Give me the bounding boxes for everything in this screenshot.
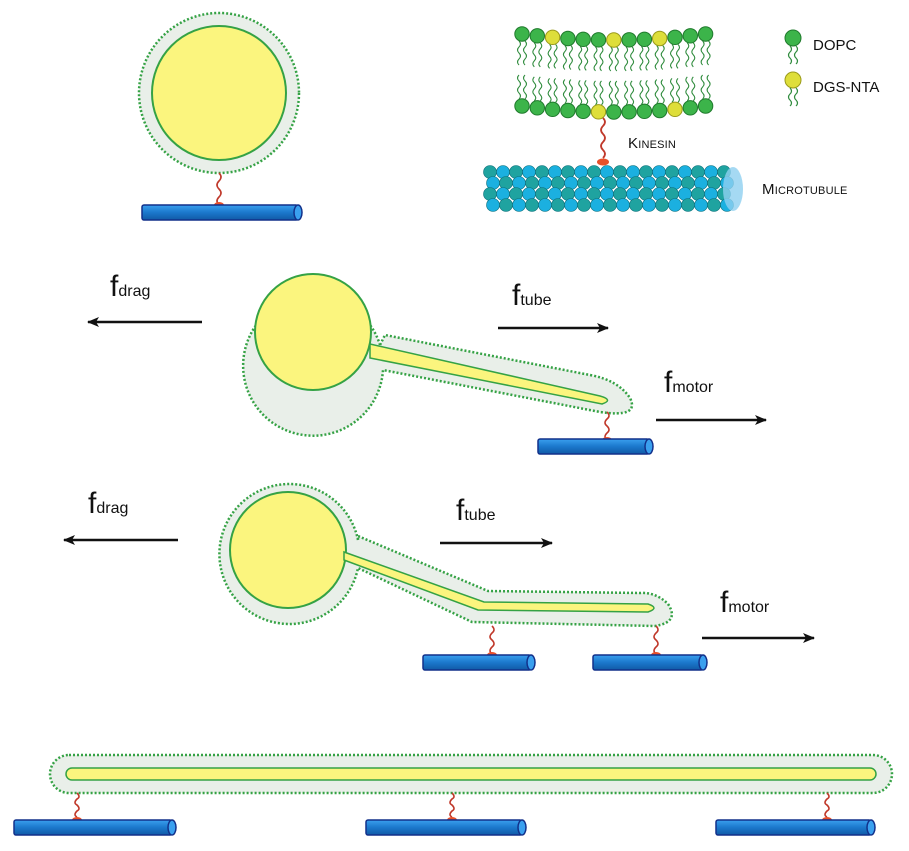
- vesicle-interior: [254, 273, 372, 391]
- microtubule: [13, 819, 177, 836]
- panel-single-tube: fdrag ftube fmotor: [87, 270, 767, 455]
- label-f-tube: ftube: [456, 494, 496, 527]
- tube-interior: [343, 550, 655, 613]
- label-f-motor: fmotor: [720, 586, 770, 619]
- microtubule: [365, 819, 527, 836]
- schematic-kinesin: [597, 117, 609, 166]
- legend-label-dopc: DOPC: [813, 37, 857, 54]
- label-f-drag: fdrag: [110, 270, 150, 303]
- legend-label-dgs-nta: DGS-NTA: [813, 79, 879, 96]
- panel-vesicle-bound: [137, 11, 303, 221]
- label-f-drag: fdrag: [88, 487, 128, 520]
- kinesin-linker: [604, 411, 610, 441]
- kinesin-linker: [653, 625, 659, 655]
- label-f-tube: ftube: [512, 279, 552, 312]
- schematic-microtubule: [483, 165, 743, 212]
- panel-long-tube: [13, 753, 894, 836]
- microtubule: [537, 438, 654, 455]
- vesicle-interior: [151, 25, 287, 161]
- label-f-motor: fmotor: [664, 366, 714, 399]
- label-microtubule: Microtubule: [762, 181, 848, 198]
- tube-interior: [369, 343, 609, 405]
- kinesin-linker: [74, 792, 80, 818]
- legend-lipid-dgs-nta: DGS-NTA: [784, 71, 879, 107]
- vesicle-interior: [229, 491, 347, 609]
- kinesin-linker: [489, 625, 495, 655]
- microtubule: [592, 654, 708, 671]
- kinesin-linker: [824, 792, 830, 818]
- kinesin-linker: [216, 172, 222, 206]
- panel-two-motors: fdrag ftube fmotor: [63, 482, 815, 671]
- microtubule: [715, 819, 876, 836]
- lipid-bilayer-schematic: [514, 26, 714, 120]
- label-kinesin: Kinesin: [628, 135, 676, 152]
- long-tube-interior: [65, 767, 877, 781]
- microtubule: [141, 204, 303, 221]
- legend-lipid-dopc: DOPC: [784, 29, 857, 65]
- microtubule: [422, 654, 536, 671]
- kinesin-linker: [449, 792, 455, 818]
